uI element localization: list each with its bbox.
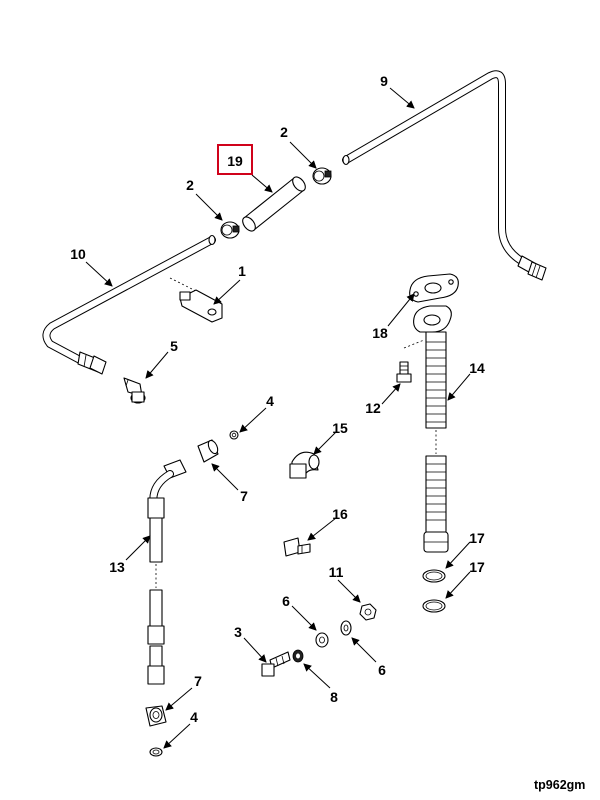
part-6-washer-left xyxy=(315,632,329,648)
part-7-nut-lower xyxy=(145,705,167,727)
part-2-clamp-lower xyxy=(220,221,240,239)
part-17-oring-lower xyxy=(422,599,446,613)
part-7-nut-upper xyxy=(197,439,219,463)
part-8-lockwasher xyxy=(292,649,304,663)
callout-labels: 19 2 2 9 10 1 18 5 14 12 4 15 7 16 13 17… xyxy=(70,73,485,725)
callout-4[interactable]: 4 xyxy=(190,709,198,725)
part-1-bracket xyxy=(169,277,223,323)
callout-17[interactable]: 17 xyxy=(469,559,485,575)
part-12-stud xyxy=(396,361,412,383)
callout-7[interactable]: 7 xyxy=(194,673,202,689)
callout-17[interactable]: 17 xyxy=(469,530,485,546)
part-4-washer-upper xyxy=(229,430,239,440)
callout-7[interactable]: 7 xyxy=(240,488,248,504)
part-6-washer-right xyxy=(340,620,352,636)
part-5-elbow xyxy=(123,377,146,404)
callout-18[interactable]: 18 xyxy=(372,325,388,341)
callout-10[interactable]: 10 xyxy=(70,246,86,262)
part-9-pipe xyxy=(342,70,547,281)
callout-12[interactable]: 12 xyxy=(365,400,381,416)
drawing-code: tp962gm xyxy=(534,778,585,792)
part-2-clamp-upper xyxy=(312,167,332,185)
part-14-flex-hose xyxy=(403,305,452,553)
callout-1[interactable]: 1 xyxy=(238,263,246,279)
part-4-washer-lower xyxy=(149,747,163,757)
callout-4[interactable]: 4 xyxy=(266,393,274,409)
callout-2[interactable]: 2 xyxy=(186,177,194,193)
part-18-gasket xyxy=(409,273,459,303)
part-19-hose xyxy=(242,176,306,232)
callout-5[interactable]: 5 xyxy=(170,338,178,354)
callout-3[interactable]: 3 xyxy=(234,624,242,640)
callout-6[interactable]: 6 xyxy=(282,593,290,609)
callout-19-highlight-box xyxy=(217,144,253,175)
part-11-nut xyxy=(359,603,377,621)
callout-14[interactable]: 14 xyxy=(469,360,485,376)
callout-6[interactable]: 6 xyxy=(378,662,386,678)
part-15-elbow xyxy=(289,451,320,479)
callout-16[interactable]: 16 xyxy=(332,506,348,522)
callout-9[interactable]: 9 xyxy=(380,73,388,89)
callout-19[interactable]: 19 xyxy=(227,153,243,169)
part-17-oring-upper xyxy=(422,569,446,583)
callout-11[interactable]: 11 xyxy=(329,564,344,580)
part-13-hose-assembly xyxy=(147,459,187,685)
callout-8[interactable]: 8 xyxy=(330,689,338,705)
part-10-pipe xyxy=(42,234,216,375)
callout-15[interactable]: 15 xyxy=(332,420,348,436)
part-16-fitting xyxy=(283,537,311,557)
callout-13[interactable]: 13 xyxy=(109,559,125,575)
callout-2[interactable]: 2 xyxy=(280,124,288,140)
leader-arrows xyxy=(85,87,471,749)
part-3-bolt xyxy=(261,651,291,677)
